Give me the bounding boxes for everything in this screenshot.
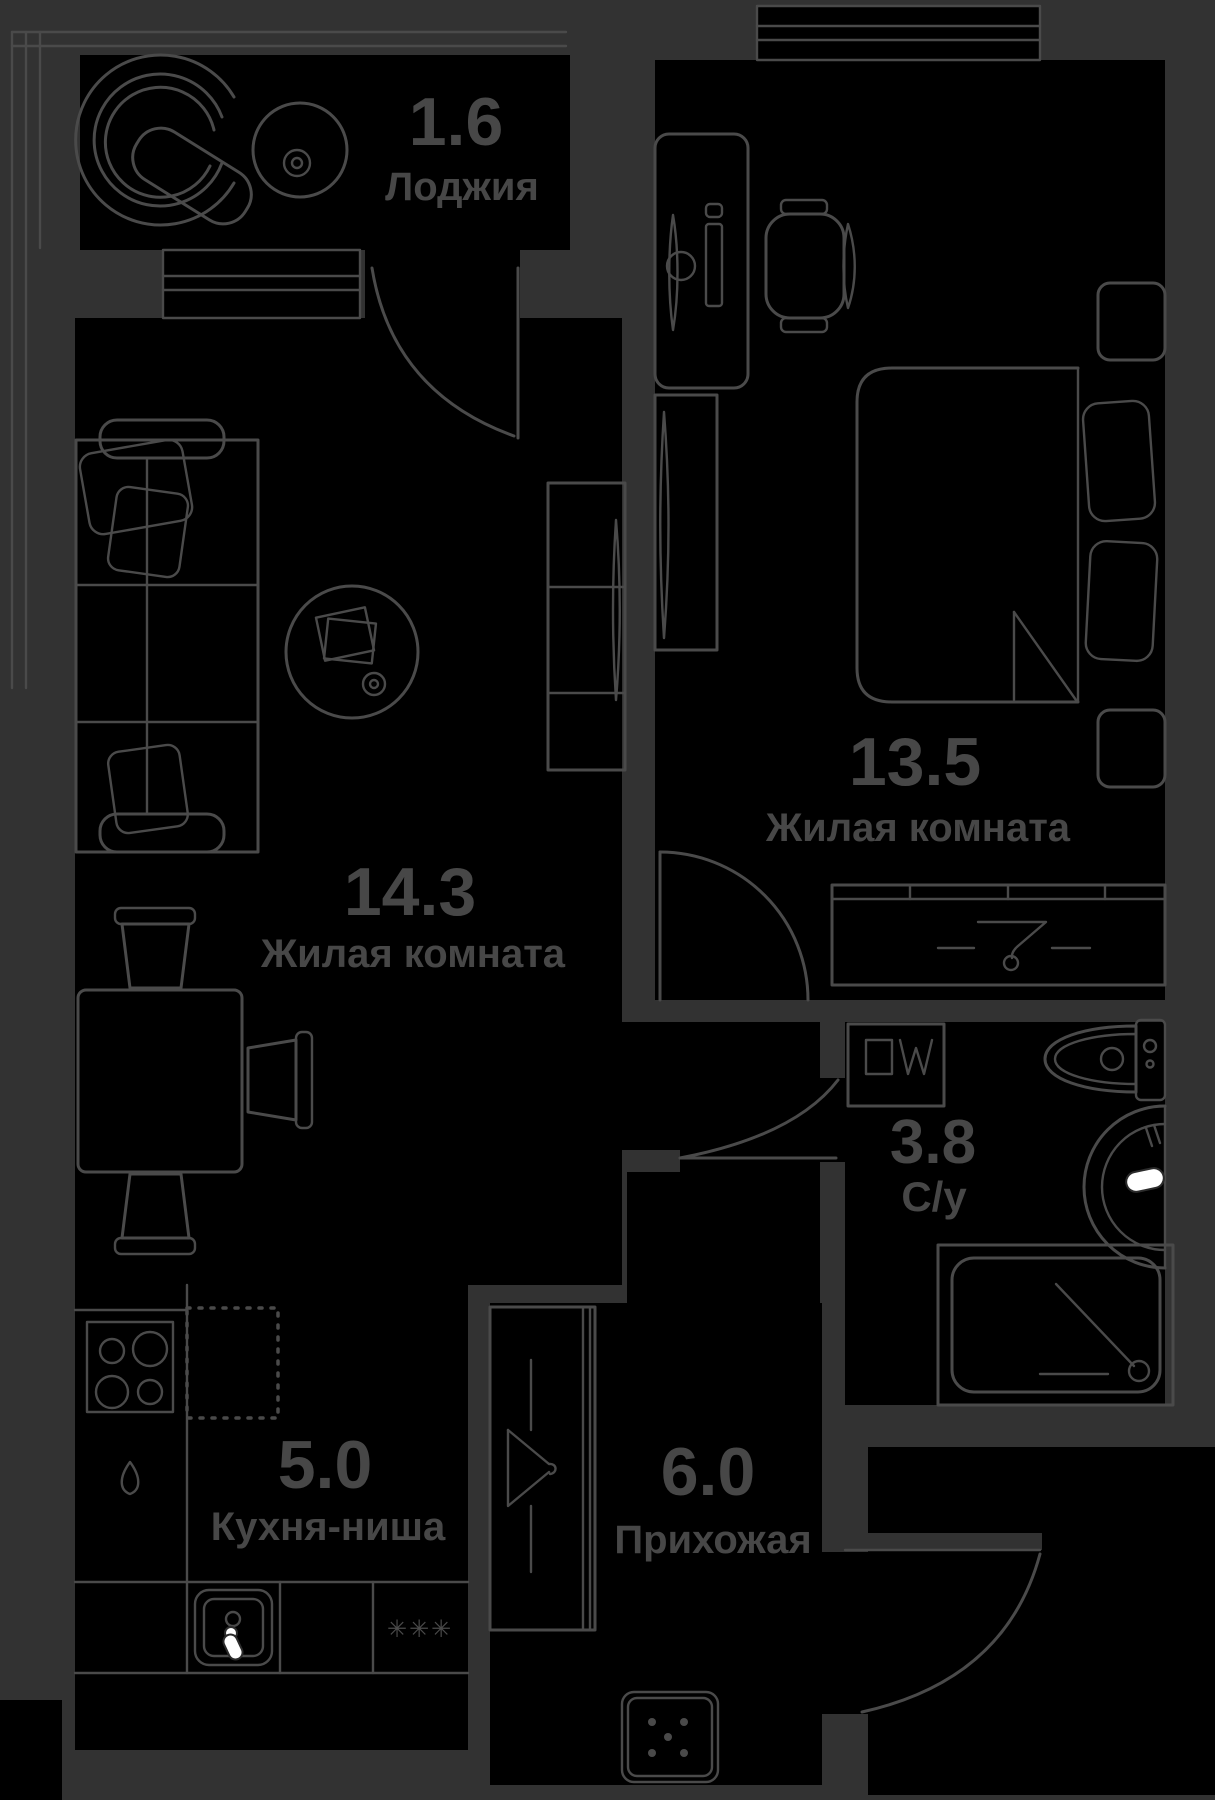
loggia-area: 1.6 [409, 84, 504, 160]
door-mat [620, 1690, 720, 1784]
kitchen-sink [193, 1588, 274, 1667]
room-floor-living [75, 318, 622, 1285]
dining-table [76, 906, 314, 1256]
toilet [1043, 1018, 1167, 1102]
bathroom-door [678, 1078, 840, 1160]
chair-bottom [113, 1172, 197, 1256]
room-floor-hallway [490, 1303, 822, 1785]
kitchen-fixtures: ✳✳✳ [73, 1283, 470, 1675]
window-loggia-living [161, 248, 362, 320]
monitor [668, 213, 679, 332]
faucet-icon [1125, 1167, 1165, 1193]
sofa [74, 418, 260, 854]
hob-marks: ✳✳✳ [387, 1615, 453, 1643]
hall-wardrobe [488, 1305, 597, 1632]
lounge-chair [74, 53, 253, 227]
book [314, 606, 376, 662]
living-furniture [74, 418, 627, 1256]
sofa-pillow [78, 438, 194, 536]
loggia-window-cut [163, 250, 360, 318]
water-drop-icon [120, 1460, 140, 1496]
entry-door [840, 1533, 1042, 1714]
loggia-furniture [74, 53, 349, 227]
hallway-area: 6.0 [661, 1434, 756, 1510]
entry-zone-floor [868, 1447, 1215, 1795]
pillow [1084, 539, 1159, 663]
chair-top [113, 906, 197, 990]
side-table [251, 101, 349, 199]
hallway-fixtures [488, 1305, 720, 1784]
mouse [704, 202, 724, 219]
monitor-stand [665, 250, 697, 282]
balcony-door-opening [365, 250, 520, 318]
loggia-name: Лоджия [385, 165, 539, 209]
kitchen-area: 5.0 [278, 1427, 373, 1503]
living-area: 14.3 [344, 854, 476, 930]
doors [370, 266, 1042, 1714]
lower-counter: ✳✳✳ [73, 1580, 470, 1675]
bedroom-door [658, 850, 810, 1002]
shower [936, 1243, 1175, 1407]
living-name: Жилая комната [260, 932, 566, 976]
bed [855, 366, 1159, 704]
window-bedroom [755, 4, 1042, 62]
room-floor-bedroom [655, 60, 1165, 1000]
room-labels: 1.6 Лоджия 13.5 Жилая комната 14.3 Жилая… [211, 84, 1071, 1562]
counter-dashed [185, 1306, 280, 1420]
loggia-glazing [10, 30, 568, 690]
office-chair [764, 198, 856, 334]
outside-corner-patch [0, 1700, 62, 1800]
entry-door-opening [818, 1552, 872, 1714]
bedroom-furniture [653, 132, 1167, 987]
drain [1127, 1359, 1151, 1383]
bedroom-area: 13.5 [849, 724, 981, 800]
keyboard [704, 222, 724, 308]
stove [85, 1320, 175, 1414]
chair-right [246, 1030, 314, 1130]
desk [653, 132, 750, 390]
tv-stand [546, 481, 627, 772]
pillow [1081, 399, 1157, 523]
dresser [830, 883, 1167, 987]
entry-door-arc [860, 1552, 1042, 1714]
bedroom-name: Жилая комната [765, 806, 1071, 850]
nightstand-top [1096, 281, 1167, 362]
nightstand-bottom [1096, 708, 1167, 789]
coat-hanger-icon [506, 1428, 557, 1508]
hallway-upper-floor [627, 1172, 820, 1307]
kitchen-name: Кухня-ниша [211, 1505, 446, 1549]
sofa-pillow [106, 485, 190, 579]
bathroom-area: 3.8 [890, 1108, 976, 1177]
sofa-pillow [106, 743, 190, 835]
balcony-door [370, 266, 520, 440]
bathroom-fixtures [846, 1018, 1175, 1407]
tv [611, 518, 621, 702]
coffee-table [284, 584, 420, 720]
bathroom-door-opening [818, 1078, 848, 1162]
bathroom-name: С/у [901, 1173, 967, 1220]
sink-basin [1082, 1104, 1167, 1270]
vestibule-floor [622, 1022, 820, 1150]
washing-machine [846, 1022, 946, 1108]
bedroom-door-arc [658, 850, 810, 1002]
wardrobe-bedroom [653, 393, 719, 652]
decor-item [936, 920, 1092, 972]
hallway-name: Прихожая [614, 1518, 811, 1562]
bathroom-door-arc [678, 1078, 840, 1160]
windows [10, 4, 1042, 690]
balcony-door-arc [370, 266, 516, 438]
bedroom-window-bay [757, 6, 1040, 60]
